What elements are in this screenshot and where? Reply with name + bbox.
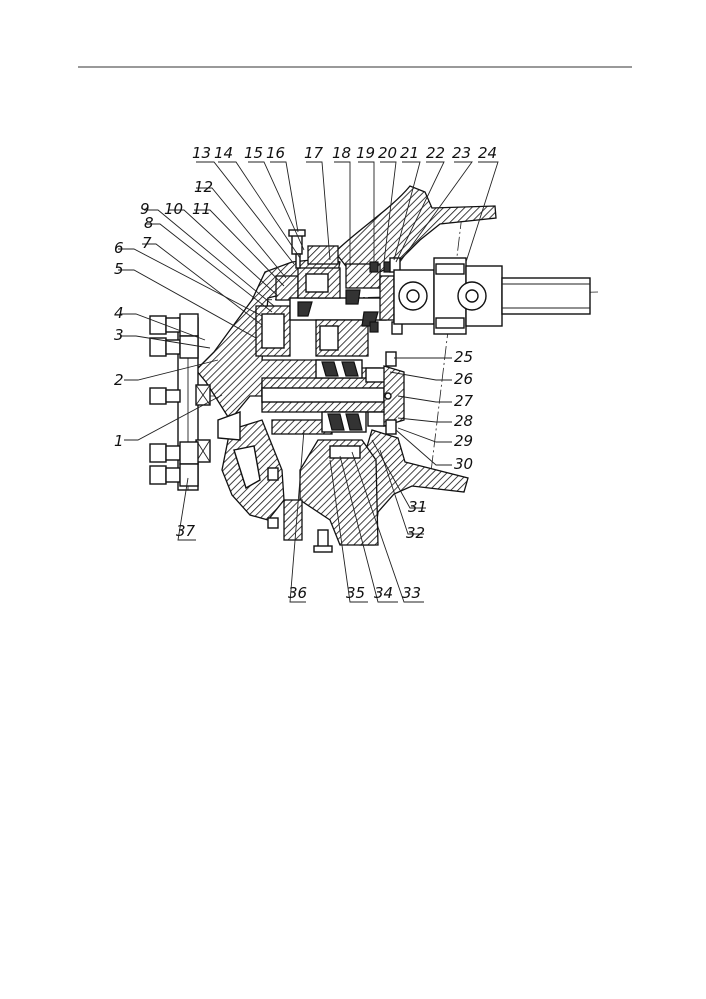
top-stud xyxy=(295,253,301,269)
callout-4: 4 xyxy=(114,304,124,322)
knuckle-bolt-top xyxy=(385,351,397,367)
callout-25: 25 xyxy=(454,348,473,366)
callout-27: 27 xyxy=(454,392,474,410)
callout-8: 8 xyxy=(144,214,154,232)
callout-16: 16 xyxy=(266,144,285,162)
callout-19: 19 xyxy=(356,144,375,162)
cardan-joint xyxy=(379,257,591,335)
callout-18: 18 xyxy=(332,144,351,162)
callout-36: 36 xyxy=(288,584,307,602)
callout-15: 15 xyxy=(244,144,263,162)
top-bolt-head xyxy=(288,229,306,237)
callout-7: 7 xyxy=(142,234,152,252)
side-bolt xyxy=(267,467,279,481)
callout-2: 2 xyxy=(114,371,124,389)
callout-37: 37 xyxy=(176,522,196,540)
callout-35: 35 xyxy=(346,584,365,602)
end-cover xyxy=(383,365,405,427)
callout-30: 30 xyxy=(454,455,473,473)
callout-33: 33 xyxy=(402,584,421,602)
callout-17: 17 xyxy=(304,144,324,162)
bolt-nuts xyxy=(149,313,199,487)
leader-lines xyxy=(118,161,499,603)
callout-14: 14 xyxy=(214,144,233,162)
housing-window xyxy=(217,411,241,441)
housing-cavity xyxy=(233,445,261,490)
lower-plate xyxy=(283,499,303,541)
callout-13: 13 xyxy=(192,144,211,162)
callout-20: 20 xyxy=(378,144,397,162)
callout-5: 5 xyxy=(114,260,124,278)
callout-29: 29 xyxy=(454,432,473,450)
callout-23: 23 xyxy=(452,144,471,162)
callout-32: 32 xyxy=(406,524,425,542)
callout-22: 22 xyxy=(426,144,445,162)
bottom-plug-head xyxy=(313,545,333,553)
shaft-core xyxy=(261,387,385,403)
callout-9: 9 xyxy=(140,200,150,218)
callout-28: 28 xyxy=(454,412,473,430)
callout-1: 1 xyxy=(114,432,124,450)
callout-26: 26 xyxy=(454,370,473,388)
main-bearings xyxy=(315,359,389,433)
callout-31: 31 xyxy=(408,498,427,516)
upper-cover xyxy=(307,245,339,265)
callout-12: 12 xyxy=(194,178,213,196)
callout-3: 3 xyxy=(114,326,124,344)
lower-gear xyxy=(329,445,361,459)
callout-21: 21 xyxy=(400,144,419,162)
knuckle-bolt-bottom xyxy=(385,419,397,435)
side-bolt-2 xyxy=(267,517,279,529)
callout-24: 24 xyxy=(478,144,497,162)
callout-10: 10 xyxy=(164,200,183,218)
callout-11: 11 xyxy=(192,200,211,218)
callout-6: 6 xyxy=(114,239,124,257)
callout-34: 34 xyxy=(374,584,393,602)
knuckle-upper-arm xyxy=(334,185,497,275)
